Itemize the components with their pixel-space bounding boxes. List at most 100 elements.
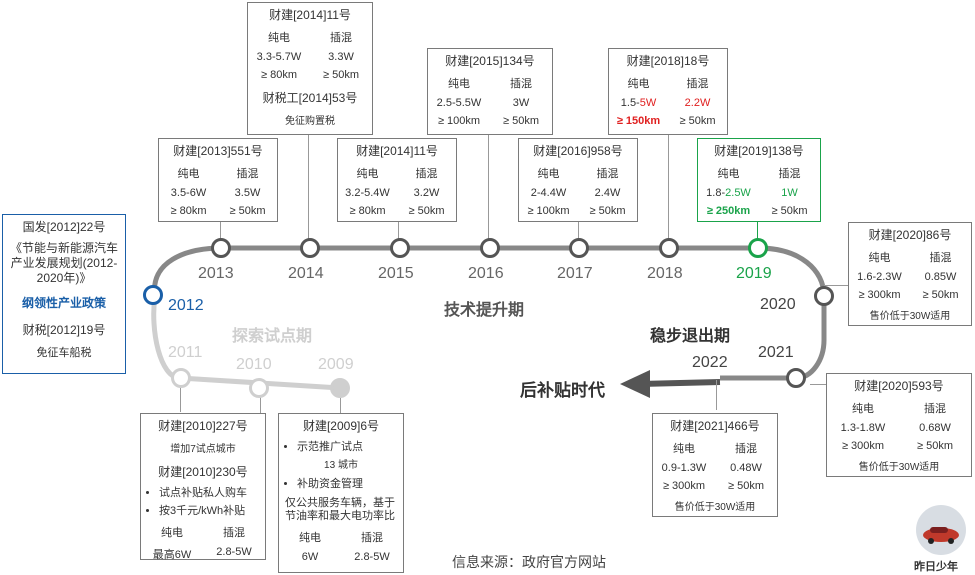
phev-subsidy: 0.85W	[910, 271, 971, 283]
phev-range: ≥ 50km	[397, 205, 456, 217]
brand-logo	[916, 505, 966, 555]
node-2015	[390, 238, 410, 258]
node-2020	[814, 286, 834, 306]
phev-subsidy: 3W	[490, 97, 552, 109]
phev-label: 插混	[218, 165, 277, 181]
ev-subsidy: 0.9-1.3W	[653, 462, 715, 474]
phev-subsidy: 0.48W	[715, 462, 777, 474]
policy-title: 财建[2009]6号	[279, 417, 403, 434]
year-2021: 2021	[758, 344, 794, 362]
ev-range: ≥ 300km	[827, 440, 899, 452]
policy-box-2012: 国发[2012]22号 《节能与新能源汽车产业发展规划(2012-2020年)》…	[2, 214, 126, 374]
policy-note: 售价低于30W适用	[827, 458, 971, 473]
ev-label: 纯电	[609, 75, 668, 91]
policy-title: 财建[2020]593号	[827, 377, 971, 394]
ev-subsidy: 1.6-2.3W	[849, 271, 910, 283]
ev-subsidy: 1.3-1.8W	[827, 422, 899, 434]
bullet-2: 按3千元/kWh补贴	[159, 502, 265, 518]
policy-title: 财建[2010]227号	[141, 417, 265, 434]
phev-range: ≥ 50km	[910, 289, 971, 301]
phev-label: 插混	[910, 249, 971, 265]
year-2014: 2014	[288, 265, 324, 283]
node-2016	[480, 238, 500, 258]
ev-subsidy: 6W	[279, 551, 341, 563]
bullet-1: 示范推广试点	[297, 438, 403, 454]
policy-extra-title: 财税工[2014]53号	[248, 89, 372, 106]
ev-label: 纯电	[338, 165, 397, 181]
year-2009: 2009	[318, 356, 354, 374]
ev-subsidy: 2-4.4W	[519, 187, 578, 199]
phev-range: ≥ 50km	[715, 480, 777, 492]
policy-note: 售价低于30W适用	[653, 498, 777, 513]
phev-range: ≥ 50km	[578, 205, 637, 217]
ev-subsidy-a: 1.8-	[706, 187, 725, 199]
policy-tax-note: 免征车船税	[3, 344, 125, 360]
phev-range: ≥ 50km	[759, 205, 820, 217]
phev-subsidy: 2.8-5W	[203, 546, 265, 562]
phev-subsidy: 2.4W	[578, 187, 637, 199]
ev-label: 纯电	[279, 529, 341, 545]
ev-subsidy: 3.2-5.4W	[338, 187, 397, 199]
node-2018	[659, 238, 679, 258]
ev-subsidy: 最高6W	[141, 546, 203, 562]
year-2018: 2018	[647, 265, 683, 283]
phev-label: 插混	[899, 400, 971, 416]
bullet-1: 试点补贴私人购车	[159, 484, 265, 500]
policy-title: 财建[2020]86号	[849, 226, 971, 243]
node-2014	[300, 238, 320, 258]
node-2013	[211, 238, 231, 258]
year-2010: 2010	[236, 356, 272, 374]
ev-range: ≥ 80km	[338, 205, 397, 217]
policy-title: 国发[2012]22号	[3, 218, 125, 235]
phev-subsidy: 3.3W	[310, 51, 372, 63]
ev-range: ≥ 80km	[159, 205, 218, 217]
ev-label: 纯电	[827, 400, 899, 416]
phase-improve: 技术提升期	[444, 296, 524, 320]
node-2019	[748, 238, 768, 258]
ev-subsidy: 2.5-5.5W	[428, 97, 490, 109]
phase-exit: 稳步退出期	[650, 322, 730, 346]
policy-note: 售价低于30W适用	[849, 307, 971, 322]
phev-label: 插混	[310, 29, 372, 45]
phev-subsidy: 2.2W	[668, 97, 727, 109]
year-2017: 2017	[557, 265, 593, 283]
ev-label: 纯电	[159, 165, 218, 181]
ev-label: 纯电	[653, 440, 715, 456]
phev-label: 插混	[715, 440, 777, 456]
ev-label: 纯电	[698, 165, 759, 181]
policy-title: 财建[2021]466号	[653, 417, 777, 434]
ev-subsidy-a: 1.5-	[621, 97, 640, 109]
year-2012: 2012	[168, 297, 204, 315]
phev-label: 插混	[668, 75, 727, 91]
policy-extra-note: 免征购置税	[248, 112, 372, 127]
year-2020: 2020	[760, 296, 796, 314]
phev-label: 插混	[203, 524, 265, 540]
node-2017	[569, 238, 589, 258]
brand-logo-text: 昨日少年	[914, 558, 958, 574]
source-note: 信息来源：政府官方网站	[452, 552, 606, 572]
node-2010	[249, 378, 269, 398]
node-2012	[143, 285, 163, 305]
cities-count: 13 城市	[279, 456, 403, 471]
ev-label: 纯电	[248, 29, 310, 45]
ev-label: 纯电	[519, 165, 578, 181]
ev-subsidy-b: 2.5W	[725, 187, 751, 199]
phev-label: 插混	[341, 529, 403, 545]
ev-range: ≥ 300km	[849, 289, 910, 301]
phev-range: ≥ 50km	[899, 440, 971, 452]
phev-label: 插混	[397, 165, 456, 181]
policy-title: 财建[2014]11号	[248, 6, 372, 23]
ev-range: ≥ 100km	[519, 205, 578, 217]
ev-subsidy-b: 5W	[640, 97, 657, 109]
phev-label: 插混	[578, 165, 637, 181]
phev-range: ≥ 50km	[490, 115, 552, 127]
ev-range: ≥ 250km	[698, 205, 759, 217]
policy-title: 财建[2016]958号	[519, 142, 637, 159]
ev-label: 纯电	[428, 75, 490, 91]
ev-subsidy: 3.5-6W	[159, 187, 218, 199]
